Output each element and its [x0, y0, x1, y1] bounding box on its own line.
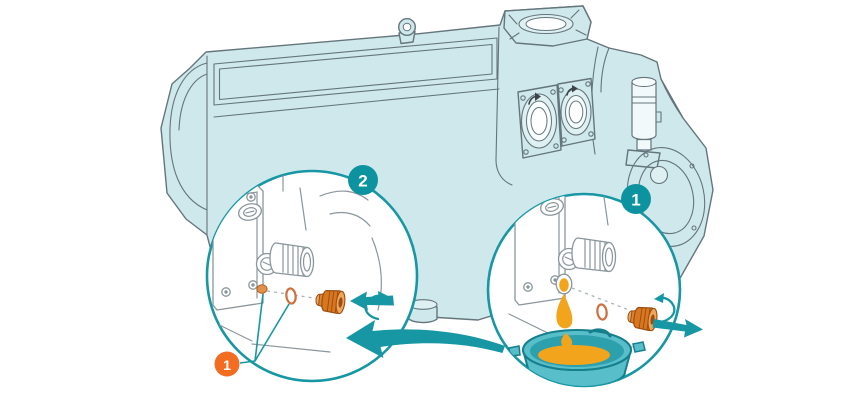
inlet-flange-bore	[530, 107, 548, 135]
screw-in-rotation-arrow-icon	[364, 294, 383, 321]
plug-axis-dashed-line	[571, 287, 638, 314]
oil-stream	[556, 294, 573, 348]
part1-badge-number: 1	[223, 357, 231, 373]
rotation-direction-arrowhead-icon	[535, 92, 541, 101]
filter-cylinder-bands	[631, 96, 662, 123]
oil-drop-small	[561, 333, 573, 348]
step2-badge-circle	[348, 165, 378, 195]
pan-tab-right	[632, 341, 646, 353]
part1-badge-circle	[214, 351, 240, 377]
exhaust-flange-gussets	[508, 9, 587, 40]
head-cover-bolts	[643, 152, 697, 241]
filter-cylinder-top	[631, 77, 657, 87]
pan-handle	[588, 328, 612, 338]
exhaust-flange-top	[503, 5, 592, 47]
part-leader-lines	[239, 293, 290, 364]
exhaust-panel-outer	[213, 37, 498, 106]
unscrew-rotation-arrow-icon	[658, 296, 676, 324]
oil-drop-large	[556, 294, 573, 329]
machine-foot	[406, 299, 438, 324]
step1-badge: 1	[621, 184, 651, 214]
o-ring-step1	[596, 303, 608, 321]
lifting-eye-hole	[402, 22, 412, 32]
step2-badge: 2	[348, 165, 378, 195]
o-ring-step2	[285, 287, 297, 305]
filter-bracket	[625, 149, 661, 169]
drain-pan	[508, 328, 646, 386]
unscrew-rotation-arrowhead-icon	[654, 293, 664, 303]
step1-badge-circle	[621, 184, 651, 214]
sequence-swoosh-arrow-icon	[346, 320, 505, 358]
inlet-flange-bolts	[558, 81, 594, 143]
lifting-eye	[398, 18, 417, 45]
screw-in-rotation-arrowhead-icon	[378, 291, 388, 301]
callout-step1-content	[508, 194, 680, 386]
callout-step1-drain	[486, 192, 703, 388]
step2-badge-number: 2	[358, 172, 367, 191]
inlet-flange-rear	[557, 77, 596, 147]
oil-pool	[538, 345, 610, 365]
filter-neck	[636, 138, 652, 151]
head-hub	[649, 165, 669, 185]
part1-badge: 1	[214, 351, 240, 377]
exhaust-flange-bore	[525, 17, 567, 31]
drain-port-oil	[559, 278, 569, 292]
inlet-flange-bore	[568, 100, 584, 124]
exhaust-panel-inner	[218, 43, 493, 101]
inlet-flange-bolts	[520, 89, 559, 155]
callout-step2-refit	[205, 169, 419, 383]
remove-direction-arrow-icon	[652, 319, 703, 338]
step1-badge-number: 1	[631, 191, 640, 210]
pan-tab-left	[508, 345, 521, 357]
inlet-flange-front	[517, 84, 562, 159]
rotation-direction-arrowhead-icon	[572, 85, 578, 93]
